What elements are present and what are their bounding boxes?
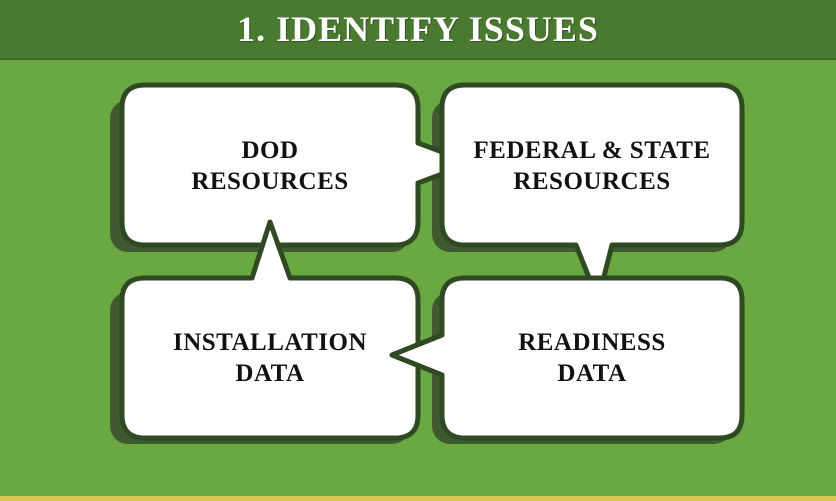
bubble-line: DATA — [557, 359, 627, 387]
bubble-label-readiness-data: READINESS DATA — [444, 280, 740, 435]
bubble-line: FEDERAL & STATE — [473, 136, 711, 164]
bubble-line: DOD — [241, 136, 299, 164]
bubble-label-dod-resources: DOD RESOURCES — [124, 88, 416, 243]
bubble-line: DATA — [235, 359, 305, 387]
bubble-line: INSTALLATION — [172, 328, 367, 356]
bottom-accent-strip — [0, 496, 836, 501]
bubble-installation-data — [119, 219, 421, 441]
bubble-line: RESOURCES — [191, 167, 349, 195]
bubble-label-installation-data: INSTALLATION DATA — [124, 280, 416, 435]
bubble-federal-state-resources — [439, 82, 745, 303]
header-bar: 1. IDENTIFY ISSUES — [0, 0, 836, 60]
bubble-dod-resources — [119, 82, 475, 248]
bubble-line: RESOURCES — [513, 167, 671, 195]
page-title: 1. IDENTIFY ISSUES — [237, 9, 599, 49]
bubble-line: READINESS — [518, 328, 666, 356]
bubble-label-federal-state-resources: FEDERAL & STATE RESOURCES — [444, 88, 740, 243]
bubble-readiness-data — [389, 275, 745, 441]
